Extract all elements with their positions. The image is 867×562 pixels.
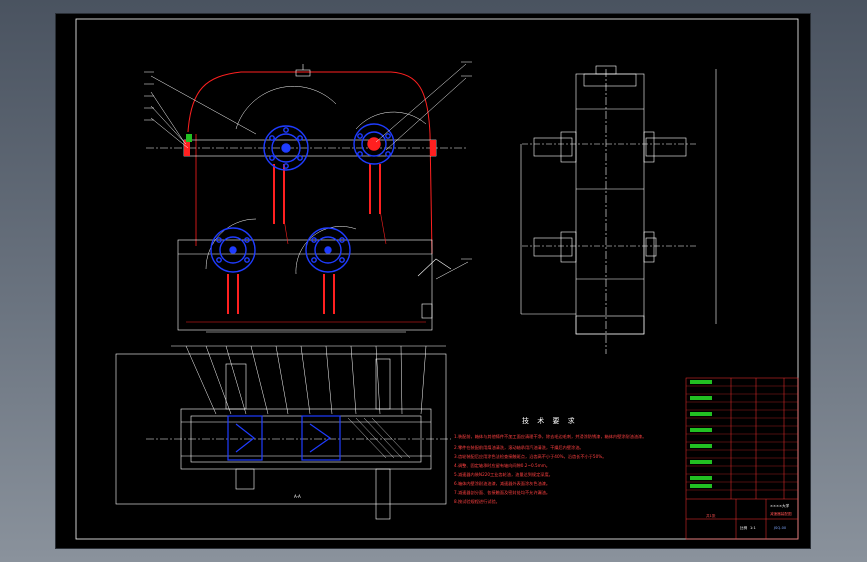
housing-cover-outline bbox=[187, 71, 433, 255]
title-code: JSQ-00 bbox=[774, 526, 787, 530]
side-housing bbox=[575, 73, 645, 335]
title-block-green-cells bbox=[690, 380, 712, 488]
top-view bbox=[115, 353, 451, 520]
front-view bbox=[146, 64, 468, 333]
housing-base bbox=[177, 239, 433, 331]
tech-req-item: 8.按试验规程进行试验。 bbox=[454, 499, 500, 504]
title-drawing-name: 减速器装配图 bbox=[770, 512, 792, 516]
side-view bbox=[520, 65, 717, 354]
tech-req-item: 4.调整、固定轴承时应留有轴向间隙0.2~0.5mm。 bbox=[454, 463, 550, 468]
leader-callout-icon bbox=[144, 61, 472, 280]
flange-bolts bbox=[184, 140, 436, 156]
title-block-rows bbox=[686, 385, 798, 491]
gear-circle-icon bbox=[305, 227, 351, 273]
section-gears bbox=[227, 415, 341, 461]
tech-req-item: 1.装配前，箱体与其他铸件不加工面应清理干净，除去毛边毛刺，并浸涂防锈漆，箱体内… bbox=[454, 434, 647, 439]
cad-viewport[interactable]: 技 术 要 求 1.装配前，箱体与其他铸件不加工面应清理干净，除去毛边毛刺，并浸… bbox=[56, 14, 810, 548]
gear-group bbox=[210, 123, 395, 273]
drawing-outer-frame bbox=[75, 18, 799, 540]
tech-req-item: 2.零件在装配前用煤油清洗，滚动轴承用汽油清洗，干燥后内壁涂油。 bbox=[454, 445, 584, 450]
title-scale-label: 比例 bbox=[740, 526, 748, 530]
tech-req-item: 7.减速器剖分面、各接触面及密封处均不允许漏油。 bbox=[454, 490, 551, 495]
gear-circle-icon bbox=[210, 227, 256, 273]
leader-callout-icon bbox=[171, 345, 446, 415]
section-housing bbox=[180, 408, 432, 470]
assembly-drawing bbox=[75, 18, 799, 540]
tech-req-title: 技 术 要 求 bbox=[522, 417, 578, 425]
title-scale-value: 1:1 bbox=[750, 526, 756, 530]
tech-req-item: 5.减速器内装N220工业齿轮油，油量达到规定深度。 bbox=[454, 472, 553, 477]
tech-req-item: 6.箱体内壁涂耐油油漆，减速器外表面涂灰色油漆。 bbox=[454, 481, 551, 486]
title-company: ××××大学 bbox=[770, 504, 790, 508]
gear-circle-icon bbox=[353, 123, 395, 165]
title-block bbox=[685, 377, 799, 540]
section-hatch bbox=[347, 417, 411, 459]
gear-circle-icon bbox=[263, 125, 309, 171]
tech-req-item: 3.齿轮装配后应用涂色法检查接触斑点，沿齿高不小于40%，沿齿长不小于50%。 bbox=[454, 454, 607, 459]
section-view-label: A-A bbox=[294, 494, 301, 499]
title-sheet: 共1张 bbox=[706, 514, 716, 518]
